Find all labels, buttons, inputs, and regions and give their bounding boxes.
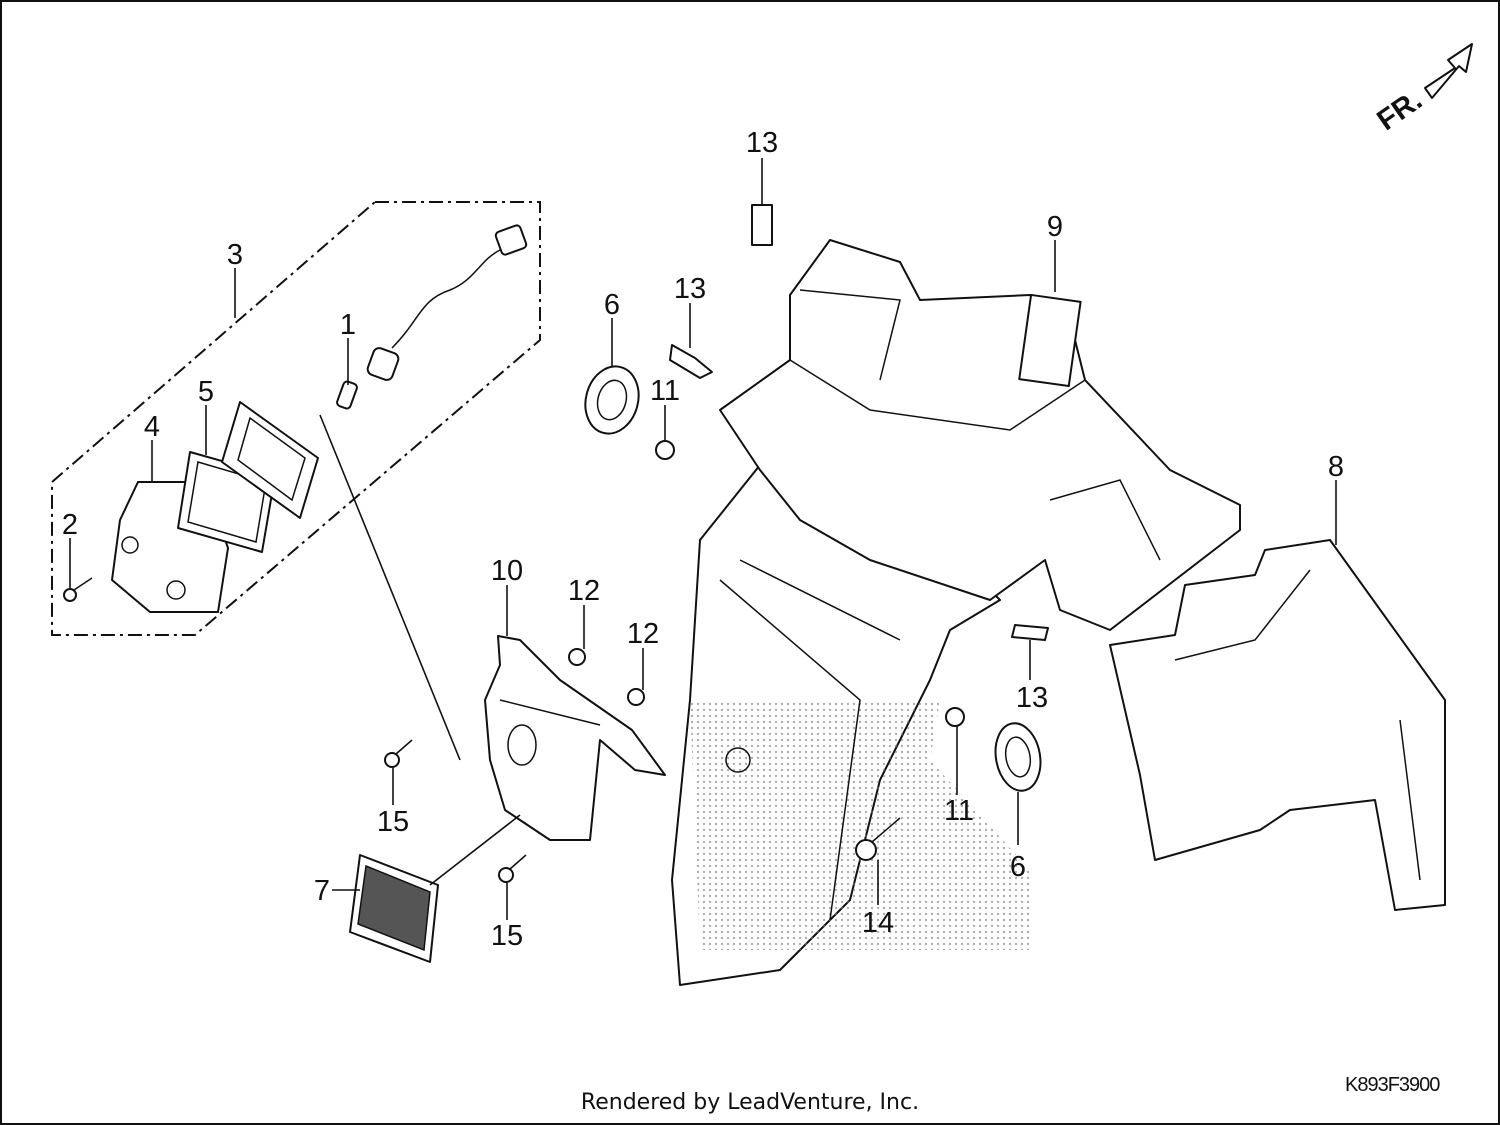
part-nut-12-lower <box>627 688 645 706</box>
callout-2: 2 <box>62 509 78 541</box>
diagram-code: K893F3900 <box>1345 1074 1440 1096</box>
callout-15-right: 15 <box>491 920 523 952</box>
callout-13-middle: 13 <box>674 273 706 305</box>
callout-13-top: 13 <box>746 127 778 159</box>
part-plate <box>1109 539 1446 911</box>
part-inner-tray <box>719 239 1241 631</box>
leader-lines <box>69 158 1337 920</box>
callout-11-lower: 11 <box>944 795 974 827</box>
tail-light-assembly-outline <box>51 201 541 636</box>
part-nut-12-upper <box>568 648 586 666</box>
callout-13-right: 13 <box>1016 682 1048 714</box>
callout-6-lower: 6 <box>1010 851 1026 883</box>
callout-4: 4 <box>144 411 160 443</box>
part-screw <box>63 577 93 602</box>
part-bolt-14 <box>855 817 901 861</box>
front-direction-label: FR. <box>1372 84 1429 137</box>
callout-14: 14 <box>862 907 894 939</box>
callout-12-upper: 12 <box>568 575 600 607</box>
part-screw-15-right <box>498 854 527 883</box>
part-socket-cord <box>366 224 528 381</box>
front-direction-indicator: FR. <box>1372 43 1473 137</box>
part-nut-11-lower <box>945 707 965 727</box>
part-grommet-upper <box>584 365 640 435</box>
callout-7: 7 <box>314 875 330 907</box>
part-screw-15-left <box>384 739 413 768</box>
callout-8: 8 <box>1328 451 1344 483</box>
part-nut-11-upper <box>655 440 675 460</box>
part-reflector <box>349 854 439 963</box>
callout-11-upper: 11 <box>650 375 680 407</box>
callout-10: 10 <box>491 555 523 587</box>
callout-12-lower: 12 <box>627 618 659 650</box>
callout-1: 1 <box>340 309 356 341</box>
callout-5: 5 <box>198 376 214 408</box>
callout-3: 3 <box>227 239 243 271</box>
part-light-base <box>221 401 319 519</box>
callout-9: 9 <box>1047 211 1063 243</box>
part-grommet-lower <box>994 722 1042 792</box>
part-clip-13-middle <box>669 344 713 379</box>
footer-credit: Rendered by LeadVenture, Inc. <box>580 1090 920 1115</box>
part-clip-13-right <box>1011 624 1049 641</box>
part-license-bracket <box>484 635 666 841</box>
callout-labels: 1 2 3 4 5 6 6 7 8 9 10 11 11 12 12 13 13… <box>62 127 1344 952</box>
part-clip-13-top <box>751 204 773 246</box>
callout-6-upper: 6 <box>604 289 620 321</box>
part-bulb <box>336 380 358 410</box>
callout-15-left: 15 <box>377 806 409 838</box>
